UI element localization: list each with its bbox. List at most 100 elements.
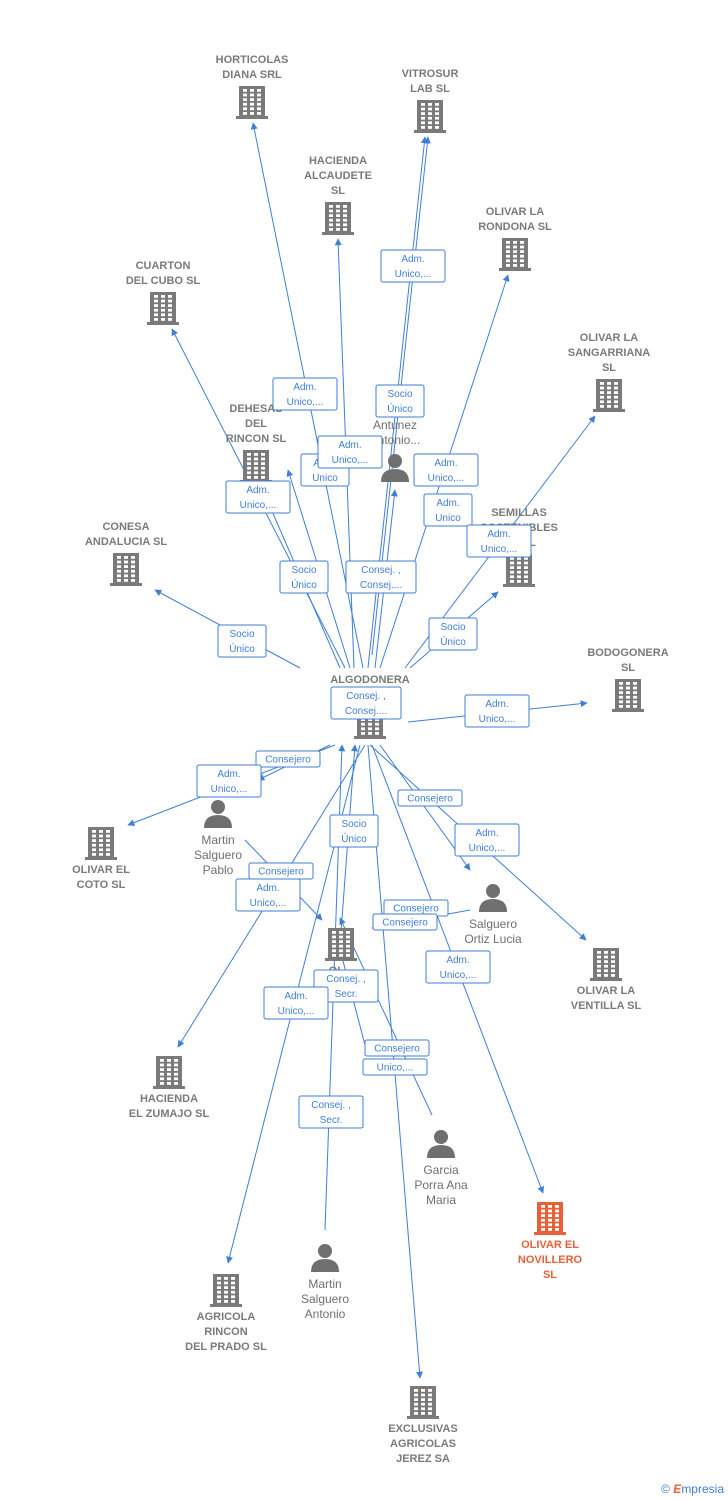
edge-label[interactable]: Adm.Unico <box>423 493 473 527</box>
edge-label[interactable]: Adm.Unico,... <box>272 377 338 411</box>
node-label: DEL <box>245 418 267 430</box>
node-label: AGRICOLAS <box>390 1438 456 1450</box>
node-label: EXCLUSIVAS <box>388 1423 457 1435</box>
edge-label[interactable]: Consej. ,Consej.... <box>345 560 417 594</box>
edge-label-text: Unico,... <box>211 784 248 795</box>
edge-label[interactable]: Adm.Unico,... <box>466 524 532 558</box>
edge-label[interactable]: Adm.Unico,... <box>454 823 520 857</box>
edge-label[interactable]: Adm.Unico,... <box>317 435 383 469</box>
edge-label[interactable]: Adm.Unico,... <box>235 878 301 912</box>
node-label: RINCON SL <box>226 433 287 445</box>
node-label: EL ZUMAJO SL <box>129 1108 210 1120</box>
company-node-conesa[interactable]: CONESA ANDALUCIA SL <box>85 521 167 586</box>
building-icon <box>110 553 142 586</box>
edge-label[interactable]: Consejero <box>248 862 314 880</box>
node-label: SANGARRIANA <box>568 347 651 359</box>
node-label: Antunez <box>373 418 417 432</box>
building-icon <box>503 554 535 587</box>
building-icon <box>499 238 531 271</box>
node-label: SL <box>602 362 616 374</box>
copyright-icon: © <box>661 1482 670 1496</box>
node-label: OLIVAR LA <box>486 206 545 218</box>
node-label: SL <box>621 662 635 674</box>
edge-label[interactable]: Adm.Unico,... <box>425 950 491 984</box>
person-icon <box>479 884 507 912</box>
edge-label[interactable]: Consejero <box>397 789 463 807</box>
edge-label[interactable]: Unico,... <box>362 1058 428 1076</box>
edge-label[interactable]: Consejero <box>364 1039 430 1057</box>
node-label: ANDALUCIA SL <box>85 536 167 548</box>
edge-label[interactable]: Adm.Unico,... <box>263 986 329 1020</box>
edge-label[interactable]: Adm.Unico,... <box>380 249 446 283</box>
edge-label[interactable]: Adm.Unico,... <box>413 453 479 487</box>
edge-label-text: Consej.... <box>345 706 387 717</box>
edge-label[interactable]: Adm.Unico,... <box>196 764 262 798</box>
edge-label[interactable]: Adm.Unico,... <box>225 480 291 514</box>
edge-label[interactable]: Consej. ,Secr. <box>298 1095 364 1129</box>
node-label: Antonio <box>305 1307 346 1321</box>
edge-labels-layer: Adm.Unico,...SocioÚnicoAdm.Unico,...Adm.… <box>196 249 532 1129</box>
edges-layer <box>127 122 596 1379</box>
building-icon <box>612 679 644 712</box>
edge-label-text: Adm. <box>436 498 459 509</box>
edge-label-text: Unico,... <box>481 544 518 555</box>
edge-label[interactable]: Consejero <box>255 750 321 768</box>
edge-label[interactable]: Consejero <box>372 913 438 931</box>
edge-label-text: Adm. <box>284 991 307 1002</box>
edge-label-text: Adm. <box>475 828 498 839</box>
building-icon <box>325 928 357 961</box>
person-node-person_antonio_top[interactable]: M...AntunezAntonio... <box>370 403 421 482</box>
edge-label[interactable]: Consej. , Consej.... <box>330 686 402 720</box>
building-icon <box>322 202 354 235</box>
edge-label[interactable]: Adm.Unico,... <box>464 694 530 728</box>
building-icon <box>593 379 625 412</box>
building-icon <box>407 1386 439 1419</box>
building-icon <box>153 1056 185 1089</box>
person-icon <box>381 454 409 482</box>
edge-label-text: Consej. , <box>361 565 400 576</box>
building-icon <box>85 827 117 860</box>
edge-label-text: Consej. , <box>346 691 385 702</box>
node-label: Porra Ana <box>414 1178 468 1192</box>
node-label: HACIENDA <box>309 155 367 167</box>
node-label: CONESA <box>102 521 149 533</box>
node-label: ALGODONERA <box>330 674 410 686</box>
node-label: Salguero <box>469 917 517 931</box>
edge-label-text: Adm. <box>401 254 424 265</box>
building-icon <box>147 292 179 325</box>
edge-label-text: Consejero <box>374 1044 420 1055</box>
edge-label-text: Único <box>229 642 255 655</box>
node-label: OLIVAR EL <box>72 864 130 876</box>
edge-label-text: Unico,... <box>377 1063 414 1074</box>
edge-label-text: Adm. <box>293 382 316 393</box>
node-label: VENTILLA SL <box>571 1000 642 1012</box>
person-icon <box>427 1130 455 1158</box>
edge-label-text: Unico,... <box>240 500 277 511</box>
brand-footer[interactable]: © Empresia <box>661 1482 724 1496</box>
edge-label[interactable]: Consej. ,Secr. <box>313 969 379 1003</box>
